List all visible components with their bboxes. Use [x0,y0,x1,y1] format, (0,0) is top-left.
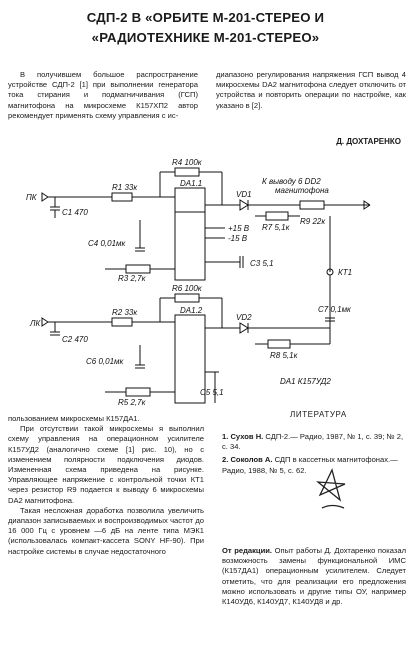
label-left-channel: ЛК [29,319,41,328]
output-arrow [363,200,371,210]
label-vd1: VD1 [236,190,252,199]
reference-2-author: 2. Соколов А. [222,455,273,465]
title-line-2: «РАДИОТЕХНИКЕ М-201-СТЕРЕО» [91,30,320,45]
reference-2: 2. Соколов А. СДП в кассетных магнитофон… [222,455,404,475]
label-r4: R4 100к [172,158,203,167]
label-chip: DA1 К157УД2 [280,377,331,386]
label-c2: C2 470 [62,335,88,344]
intro-paragraph: В получившем большое распространение уст… [8,70,198,120]
right-column-top: диапазоно регулирования напряжения ГСП в… [216,70,406,111]
label-r5: R5 2,7к [118,398,147,407]
diode-vd2 [239,322,249,334]
label-r1: R1 33к [112,183,138,192]
reference-1-text: СДП-2.— Радио, 1987, № 1, с. 39; № 2, с.… [222,432,404,452]
reference-1: 1. Сухов Н. СДП-2.— Радио, 1987, № 1, с.… [222,432,404,452]
editor-text: Опыт работы Д. Дохтаренко показал возмож… [222,546,406,607]
label-c1: C1 470 [62,208,88,217]
input-arrow [41,192,49,202]
continuation-paragraph: диапазоно регулирования напряжения ГСП в… [216,70,406,110]
label-right-channel: ПК [26,193,38,202]
diode-vd1 [239,199,249,211]
left-column-top: В получившем большое распространение уст… [8,70,198,121]
label-c4: C4 0,01мк [88,239,127,248]
references-list: 1. Сухов Н. СДП-2.— Радио, 1987, № 1, с.… [222,432,404,479]
signature-icon [315,468,346,509]
label-r7: R7 5,1к [262,223,291,232]
opamp-da1-2 [174,314,206,404]
label-c6: C6 0,01мк [86,357,125,366]
editor-label: От редакции. [222,546,273,555]
paragraph-3: Такая несложная доработка позволила увел… [8,505,204,556]
editorial-note: От редакции. Опыт работы Д. Дохтаренко п… [222,546,406,607]
label-plus15: +15 В [228,224,250,233]
label-r2: R2 33к [112,308,138,317]
literature-heading: ЛИТЕРАТУРА [290,410,347,419]
label-to-pin-2: магнитофона [275,186,329,195]
label-da11: DA1.1 [180,179,202,188]
input-arrow [41,317,49,327]
label-c7: C7 0,1мк [318,305,352,314]
label-r8: R8 5,1к [270,351,299,360]
paragraph-2: При отсутствии такой микросхемы я выполн… [8,424,204,505]
left-column-bottom: пользованием микросхемы К157ДА1. При отс… [8,414,204,557]
label-c3: C3 5,1 [250,259,274,268]
title-line-1: СДП-2 В «ОРБИТЕ М-201-СТЕРЕО И [86,10,325,25]
paragraph-1: пользованием микросхемы К157ДА1. [8,414,140,423]
label-kt1: КТ1 [338,268,352,277]
label-vd2: VD2 [236,313,252,322]
reference-2-text: СДП в кассетных магнитофонах.— Радио, 19… [222,455,398,475]
label-r6: R6 100к [172,284,203,293]
author-signature: Д. ДОХТАРЕНКО [336,137,401,146]
label-minus15: -15 В [228,234,248,243]
label-to-pin: К выводу 6 DD2 [262,177,321,186]
label-r9: R9 22к [300,217,326,226]
label-r3: R3 2,7к [118,274,147,283]
opamp-da1-1 [174,187,206,281]
article-title: СДП-2 В «ОРБИТЕ М-201-СТЕРЕО И «РАДИОТЕХ… [0,8,411,48]
label-c5: C5 5,1 [200,388,224,397]
label-da12: DA1.2 [180,306,203,315]
reference-1-author: 1. Сухов Н. [222,432,264,441]
